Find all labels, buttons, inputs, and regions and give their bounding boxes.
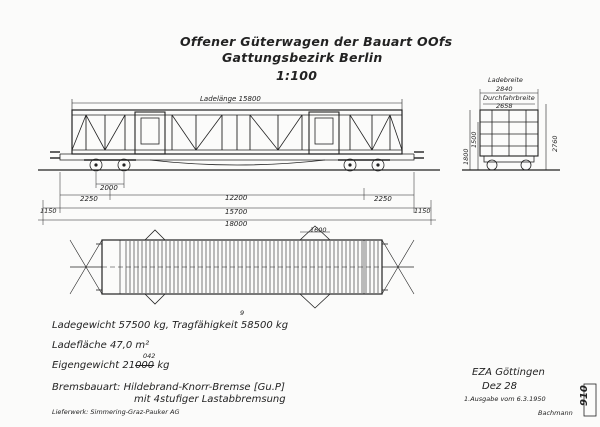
dim-18000: 18000: [225, 220, 248, 228]
eigengewicht-prefix: Eigengewicht 21: [52, 360, 136, 371]
dim-1150-left: 1150: [40, 207, 57, 215]
plan-view-planks: [125, 241, 379, 293]
dim-1800: 1800: [462, 148, 470, 165]
spec-tragfaehigkeit-correction: 9: [240, 309, 245, 317]
eigengewicht-struck: 000: [135, 360, 155, 371]
durchfahrbreite-label: Durchfahrbreite: [483, 94, 535, 102]
spec-ladegewicht: Ladegewicht 57500 kg, Tragfähigkeit 5850…: [52, 320, 289, 331]
end-view: [462, 89, 560, 171]
spec-bremse-zusatz: mit 4stufiger Lastabbremsung: [134, 394, 286, 405]
dim-wheel-gap: 2000: [100, 184, 118, 192]
footer-signature: Bachmann: [538, 409, 573, 417]
eigengewicht-correction: 042: [143, 352, 156, 360]
spec-lieferwerk: Lieferwerk: Simmering-Graz-Pauker AG: [52, 408, 180, 416]
title-line2: Gattungsbezirk Berlin: [222, 50, 383, 65]
dim-1150-right: 1150: [414, 207, 431, 215]
plan-view-ends: [69, 239, 415, 295]
footer-date: Dez 28: [482, 381, 518, 392]
eigengewicht-suffix: kg: [157, 360, 170, 371]
footer-issue: 1.Ausgabe vom 6.3.1950: [464, 395, 546, 403]
ladebreite-value: 2840: [496, 85, 513, 93]
dim-2760: 2760: [551, 135, 559, 152]
title-scale: 1:100: [276, 68, 318, 83]
dim-2250-left: 2250: [80, 195, 98, 203]
dim-15700: 15700: [225, 208, 248, 216]
ladebreite-label: Ladebreite: [488, 76, 523, 84]
spec-eigengewicht: Eigengewicht 21000 kg: [52, 361, 169, 371]
spec-bremsbauart: Bremsbauart: Hildebrand-Knorr-Bremse [Gu…: [52, 382, 285, 393]
sheet-number-box: [583, 383, 597, 417]
durchfahrbreite-value: 2658: [496, 102, 513, 110]
dim-12200: 12200: [225, 194, 248, 202]
footer-sheet-number: 910: [579, 385, 590, 406]
dim-1500: 1500: [470, 131, 478, 148]
dim-2250-right: 2250: [374, 195, 392, 203]
dim-1600: 1600: [310, 226, 327, 234]
dim-ladelaenge: Ladelänge 15800: [200, 95, 261, 103]
spec-ladeflaeche: Ladefläche 47,0 m²: [52, 340, 150, 351]
footer-office: EZA Göttingen: [472, 367, 545, 378]
side-elevation: [38, 99, 440, 225]
title-line1: Offener Güterwagen der Bauart OOfs: [180, 34, 453, 49]
